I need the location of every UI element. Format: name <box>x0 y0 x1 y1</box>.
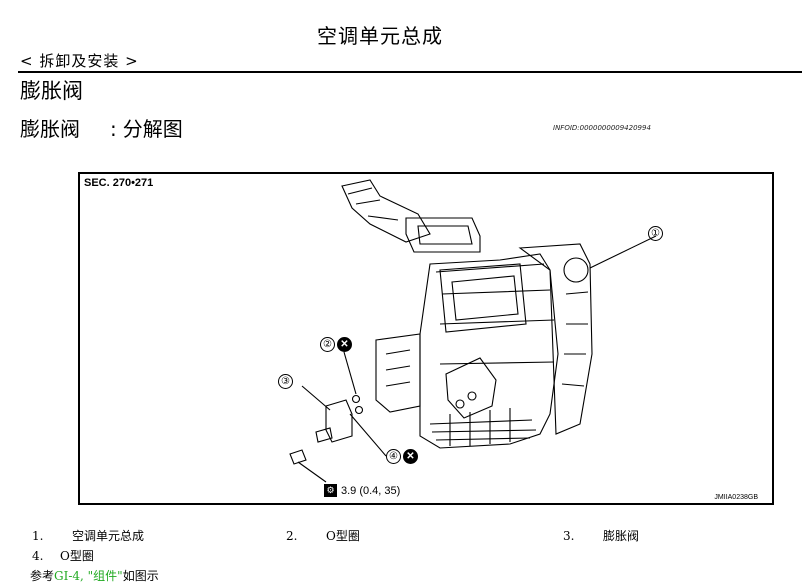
callout-4-number: ④ <box>386 449 401 464</box>
legend-item-1: 1. 空调单元总成 <box>32 527 144 544</box>
legend-label: O型圈 <box>60 549 94 563</box>
section-title: 膨胀阀 <box>20 79 83 103</box>
callout-1: ① <box>648 226 663 241</box>
torque-wrench-icon: ⚙ <box>324 484 337 497</box>
reference-note: 参考GI-4, "组件"如图示 <box>30 567 159 584</box>
expansion-valve-body <box>325 399 353 443</box>
callout-2: ② ✕ <box>320 337 352 352</box>
subsection-heading: 膨胀阀:分解图 <box>20 113 183 142</box>
torque-value: 3.9 (0.4, 35) <box>341 484 401 497</box>
callout-3: ③ <box>278 374 293 389</box>
bolt-outline <box>289 449 307 465</box>
legend-label: 膨胀阀 <box>603 529 640 543</box>
legend-number: 4. <box>32 549 44 563</box>
legend-label: 空调单元总成 <box>72 529 145 543</box>
legend-number: 3. <box>563 529 575 543</box>
legend-label: O型圈 <box>326 529 360 543</box>
replace-parts-icon: ✕ <box>337 337 352 352</box>
inner-frame <box>439 263 527 333</box>
legend-item-4: 4. O型圈 <box>32 547 94 564</box>
reference-prefix: 参考 <box>30 569 55 583</box>
exploded-view-figure: SEC. 270•271 ① ② ✕ ③ ④ ✕ ⚙ 3.9 (0.4, 35)… <box>78 172 774 505</box>
legend-number: 1. <box>32 529 44 543</box>
reference-link[interactable]: GI-4, "组件" <box>54 569 123 583</box>
callout-2-number: ② <box>320 337 335 352</box>
figure-id: JMIIA0238GB <box>714 494 758 501</box>
air-duct-outline <box>341 179 431 243</box>
breadcrumb[interactable]: < 拆卸及安装 > <box>20 52 139 70</box>
subsection-separator: : <box>110 117 117 141</box>
legend-item-2: 2. O型圈 <box>286 527 360 544</box>
callout-3-number: ③ <box>278 374 293 389</box>
document-title: 空调单元总成 <box>317 24 443 48</box>
main-housing-outline <box>419 253 559 449</box>
replace-parts-icon: ✕ <box>403 449 418 464</box>
subsection-name: 膨胀阀 <box>20 117 80 141</box>
legend-item-3: 3. 膨胀阀 <box>563 527 639 544</box>
blower-housing <box>518 243 593 435</box>
legend-number: 2. <box>286 529 298 543</box>
outlet-frame <box>405 217 481 253</box>
section-label: SEC. 270•271 <box>84 177 154 189</box>
info-id: INFOID:0000000009420994 <box>553 124 651 132</box>
callout-4: ④ ✕ <box>386 449 418 464</box>
header-divider <box>18 71 802 73</box>
side-flange <box>375 333 421 413</box>
reference-suffix: 如图示 <box>122 569 159 583</box>
mounting-block <box>445 357 497 419</box>
torque-spec: ⚙ 3.9 (0.4, 35) <box>324 484 400 497</box>
hvac-unit-drawing <box>289 179 657 483</box>
subsection-type: 分解图 <box>122 117 183 141</box>
callout-1-number: ① <box>648 226 663 241</box>
